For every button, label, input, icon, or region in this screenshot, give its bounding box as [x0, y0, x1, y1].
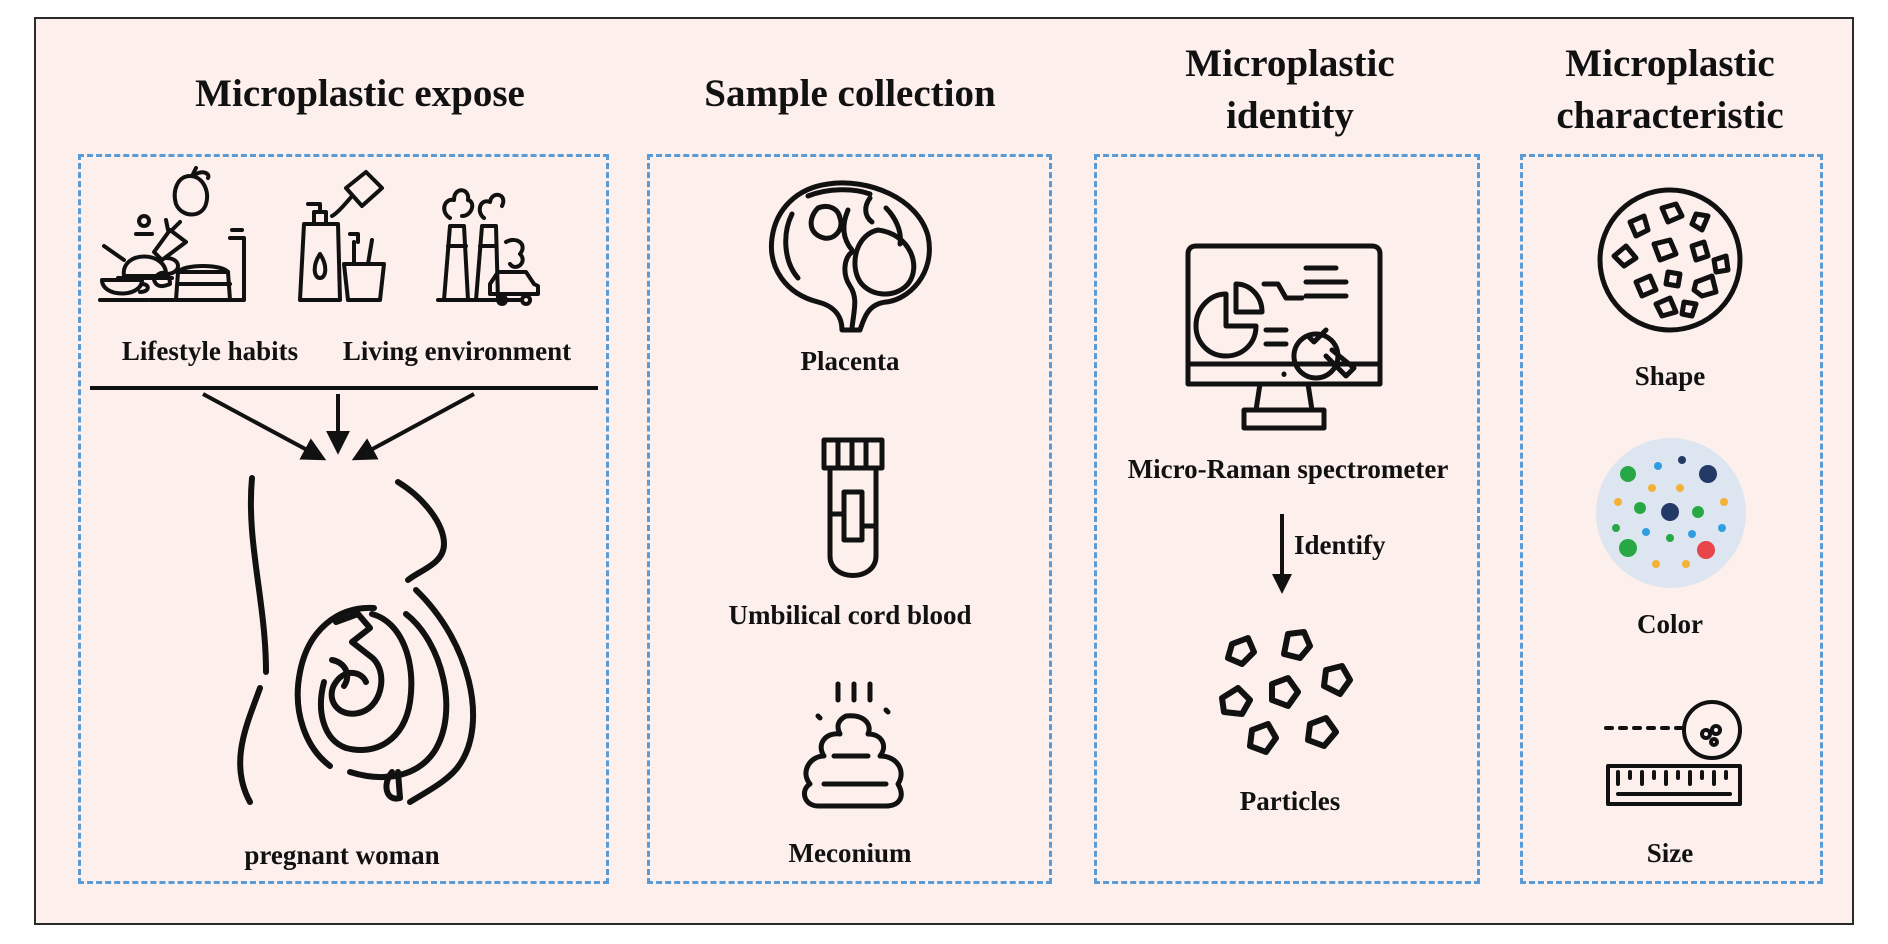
panel-samples [647, 154, 1052, 884]
identify-arrow [1272, 512, 1292, 594]
meconium-icon [798, 680, 910, 808]
label-color: Color [1637, 609, 1703, 639]
label-size: Size [1646, 838, 1694, 868]
title-samples: Sample collection [704, 72, 996, 115]
title-characteristic-line2: characteristic [1556, 94, 1784, 137]
label-identify: Identify [1294, 530, 1386, 560]
placenta-icon [768, 178, 932, 334]
label-lifestyle-habits: Lifestyle habits [121, 336, 299, 366]
label-particles: Particles [1239, 786, 1341, 816]
test-tube-icon [822, 436, 884, 578]
label-micro-raman-spectrometer: Micro-Raman spectrometer [1127, 454, 1449, 484]
label-shape: Shape [1634, 361, 1706, 391]
ruler-icon [1604, 700, 1744, 810]
particles-icon [1214, 628, 1358, 764]
title-characteristic-line1: Microplastic [1565, 42, 1775, 85]
title-identity-line2: identity [1226, 94, 1354, 137]
toiletries-icon [296, 168, 396, 304]
label-pregnant-woman: pregnant woman [244, 840, 440, 870]
panel-identity [1094, 154, 1480, 884]
car-icon [488, 268, 540, 304]
title-exposure: Microplastic expose [195, 72, 525, 115]
panel-characteristic [1520, 154, 1823, 884]
exposure-arrows [90, 380, 610, 461]
label-living-environment: Living environment [342, 336, 572, 366]
pregnant-woman-icon [220, 472, 500, 812]
title-identity-line1: Microplastic [1185, 42, 1395, 85]
food-icon [148, 168, 248, 304]
color-dish-icon [1596, 438, 1746, 588]
label-placenta: Placenta [800, 346, 900, 376]
label-umbilical-cord-blood: Umbilical cord blood [728, 600, 972, 630]
panel-exposure [78, 154, 609, 884]
computer-analysis-icon [1186, 244, 1382, 432]
label-meconium: Meconium [788, 838, 912, 868]
diagram-frame [34, 17, 1854, 925]
shape-dish-icon [1596, 186, 1744, 334]
